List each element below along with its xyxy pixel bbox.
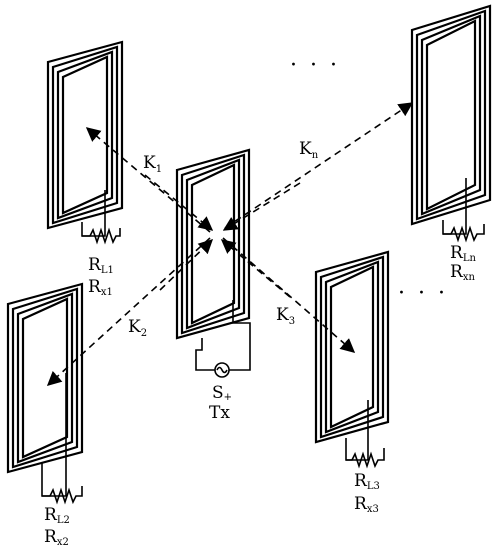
coil-rx2 <box>6 282 84 474</box>
coil-turn <box>175 148 251 340</box>
label-source: S+ <box>212 383 232 403</box>
coil-rx3 <box>314 250 390 444</box>
label-rl1: RL1 <box>88 255 114 276</box>
ellipsis-side: · · · <box>398 281 448 306</box>
coil-turn <box>61 55 109 215</box>
label-k3: K3 <box>276 305 295 327</box>
coil-turn <box>420 14 482 216</box>
load-tx-source <box>195 300 251 378</box>
label-tx: Tx <box>209 403 230 423</box>
load-rx1 <box>81 190 121 245</box>
arrow-kn <box>224 102 414 229</box>
coil-tx <box>175 148 251 340</box>
coil-turn <box>51 45 119 225</box>
coil-turn <box>415 9 487 221</box>
coil-turn <box>185 158 241 330</box>
coil-rx1 <box>46 40 124 230</box>
ellipsis-top: · · · <box>290 53 340 78</box>
label-rl3: RL3 <box>354 471 380 492</box>
coil-turn <box>46 40 124 230</box>
label-k2: K2 <box>128 317 147 339</box>
label-kn: Kn <box>299 139 319 161</box>
coil-turn <box>329 265 375 429</box>
coupling-arrows <box>46 102 414 386</box>
coil-turn <box>425 19 477 211</box>
coil-turn <box>314 250 390 444</box>
label-rx1: Rx1 <box>88 277 113 298</box>
coil-turn <box>56 50 114 220</box>
coil-turn <box>6 282 84 474</box>
label-k1: K1 <box>143 153 162 175</box>
load-rx2 <box>41 373 83 505</box>
coil-turn <box>16 292 74 464</box>
coil-rxn <box>410 4 492 226</box>
arrow-k1 <box>85 127 211 233</box>
load-rx3 <box>345 400 385 469</box>
coil-turn <box>190 163 236 325</box>
label-rxn: Rxn <box>450 262 475 283</box>
label-rl2: RL2 <box>44 505 70 526</box>
load-rxn <box>442 178 485 243</box>
coil-turn <box>180 153 246 335</box>
coil-turn <box>410 4 492 226</box>
coil-turn <box>324 260 380 434</box>
label-rx3: Rx3 <box>354 494 379 515</box>
coil-turn <box>11 287 79 469</box>
coil-turn <box>21 297 69 459</box>
coil-turn <box>319 255 385 439</box>
label-rx2: Rx2 <box>44 527 69 548</box>
arrow-k2 <box>46 237 211 386</box>
label-rln: RLn <box>450 243 476 264</box>
